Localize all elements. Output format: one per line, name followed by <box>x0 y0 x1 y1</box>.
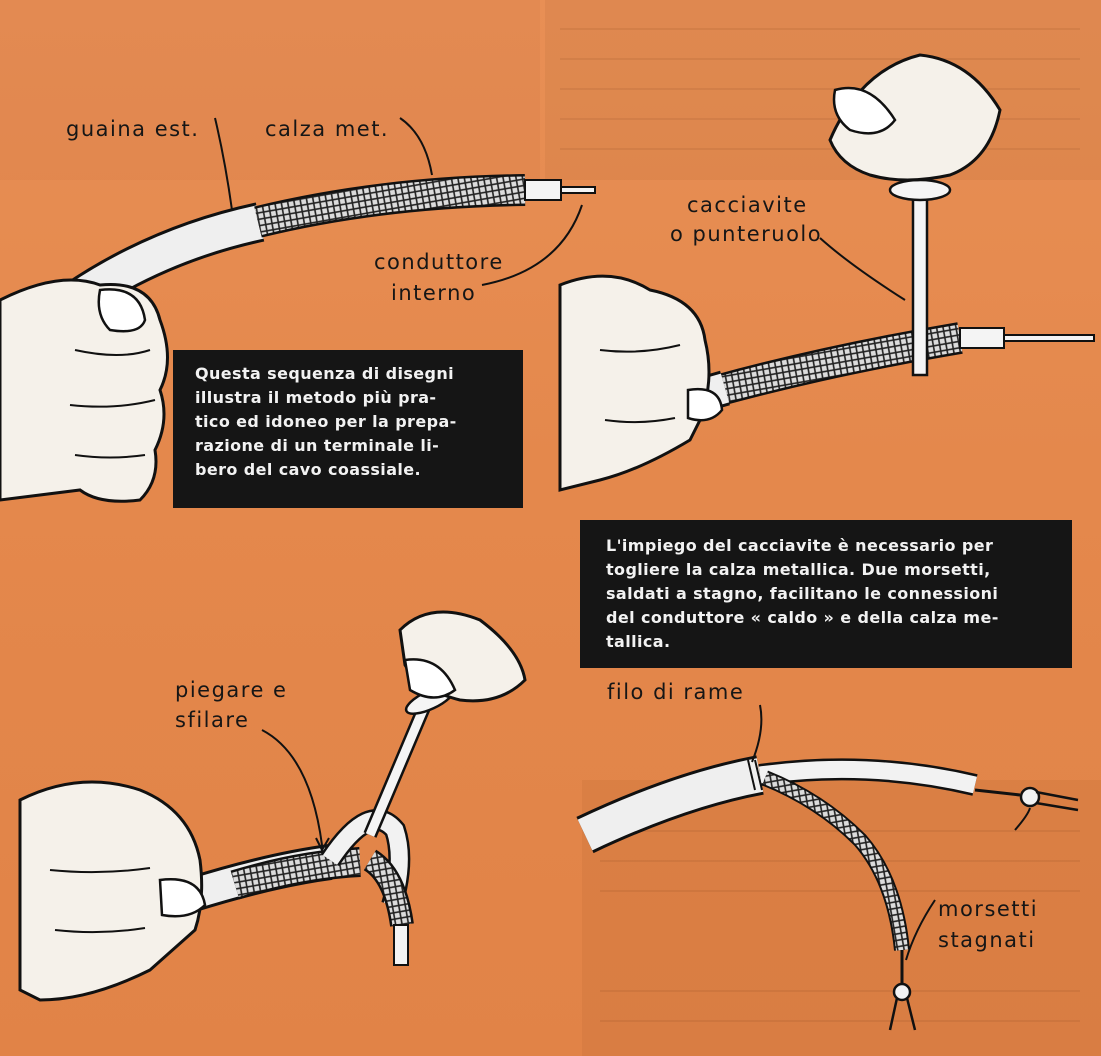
caption-sequence-line: Questa sequenza di disegni <box>195 362 503 386</box>
caption-screwdriver-line: del conduttore « caldo » e della calza m… <box>606 606 1050 630</box>
caption-sequence-line: illustra il metodo più pra- <box>195 386 503 410</box>
caption-screwdriver-line: L'impiego del cacciavite è necessario pe… <box>606 534 1050 558</box>
caption-screwdriver-line: saldati a stagno, facilitano le connessi… <box>606 582 1050 606</box>
caption-sequence-line: tico ed idoneo per la prepa- <box>195 410 503 434</box>
label-terminals-1: morsetti <box>938 897 1038 922</box>
caption-sequence-line: razione di un terminale li- <box>195 434 503 458</box>
caption-sequence-line: bero del cavo coassiale. <box>195 458 503 482</box>
panel-2-screwdriver <box>560 55 1094 490</box>
label-metal-braid: calza met. <box>265 117 389 142</box>
label-bend-2: sfilare <box>175 708 249 733</box>
label-copper-wire: filo di rame <box>607 680 744 705</box>
label-outer-sheath: guaina est. <box>66 117 199 142</box>
label-screwdriver-2: o punteruolo <box>670 222 822 247</box>
panel-3-bend-slide <box>20 612 525 1000</box>
label-inner-conductor-2: interno <box>391 281 476 306</box>
label-screwdriver-1: cacciavite <box>687 193 808 218</box>
panel-4-finished-terminal <box>585 705 1078 1030</box>
caption-screwdriver: L'impiego del cacciavite è necessario pe… <box>580 520 1072 668</box>
label-terminals-2: stagnati <box>938 928 1036 953</box>
caption-screwdriver-line: togliere la calza metallica. Due morsett… <box>606 558 1050 582</box>
label-inner-conductor-1: conduttore <box>374 250 504 275</box>
caption-screwdriver-line: tallica. <box>606 630 1050 654</box>
label-bend-1: piegare e <box>175 678 287 703</box>
caption-sequence: Questa sequenza di disegni illustra il m… <box>173 350 523 508</box>
